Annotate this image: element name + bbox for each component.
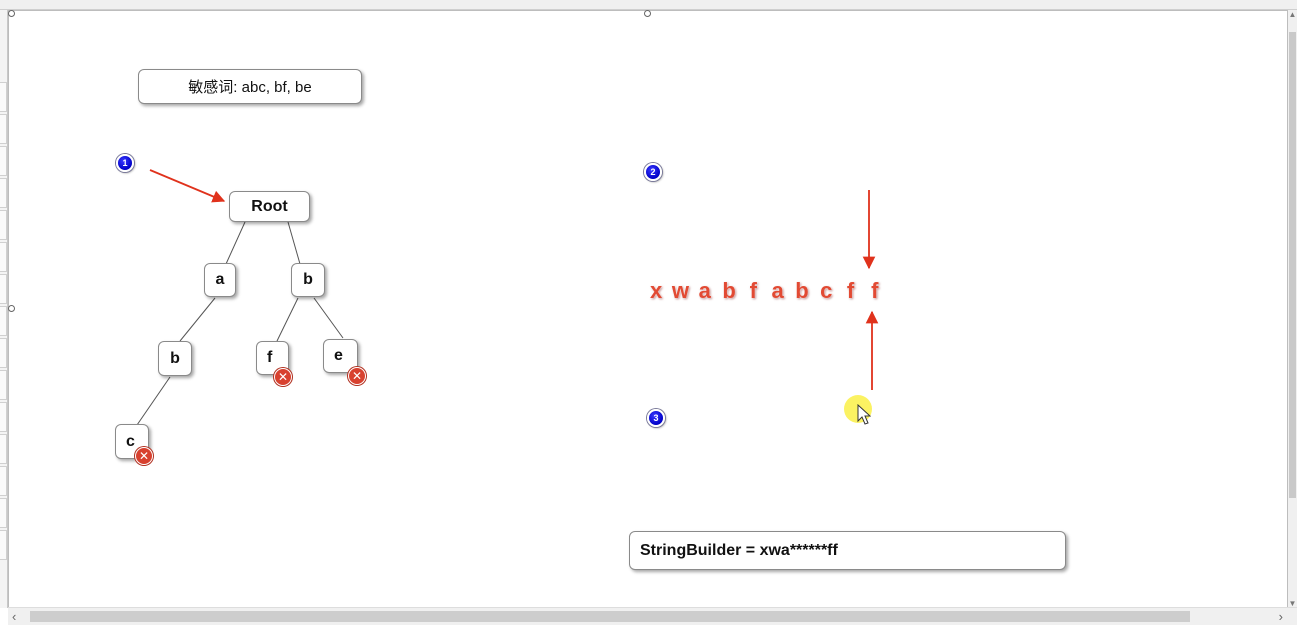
ruler-tick <box>0 370 7 400</box>
text-char: b <box>722 278 736 303</box>
text-char: b <box>795 278 809 303</box>
trie-node-a: a <box>204 263 236 297</box>
vertical-scrollbar[interactable]: ▲ ▼ <box>1288 10 1297 608</box>
ruler-tick <box>0 338 7 368</box>
left-ruler <box>0 10 8 608</box>
close-x-icon: ✕ <box>348 367 366 385</box>
text-char: a <box>698 278 711 303</box>
scroll-left-icon[interactable]: ‹ <box>12 609 17 624</box>
ruler-tick <box>0 114 7 144</box>
scroll-down-icon[interactable]: ▼ <box>1288 599 1297 608</box>
text-char: x <box>650 278 663 303</box>
resize-handle-top-left[interactable] <box>8 10 15 17</box>
scroll-up-icon[interactable]: ▲ <box>1288 10 1297 19</box>
horizontal-scroll-thumb[interactable] <box>30 611 1190 622</box>
trie-node-root: Root <box>229 191 310 222</box>
vertical-scroll-thumb[interactable] <box>1289 32 1296 498</box>
text-char: c <box>820 278 833 303</box>
step-badge-3: 3 <box>647 409 665 427</box>
ruler-tick <box>0 530 7 560</box>
close-x-icon: ✕ <box>135 447 153 465</box>
input-text-chars: x w a b f a b c f f <box>644 278 887 304</box>
trie-node-b: b <box>291 263 325 297</box>
trie-node-abc: c <box>115 424 149 459</box>
sensitive-words-box: 敏感词: abc, bf, be <box>138 69 362 104</box>
string-builder-value: StringBuilder = xwa******ff <box>640 541 838 559</box>
ruler-tick <box>0 274 7 304</box>
horizontal-scrollbar[interactable]: ‹ › <box>8 607 1297 625</box>
ruler-tick <box>0 498 7 528</box>
scroll-right-icon[interactable]: › <box>1278 609 1283 624</box>
close-x-icon: ✕ <box>274 368 292 386</box>
ruler-tick <box>0 306 7 336</box>
sensitive-words-label: 敏感词: abc, bf, be <box>188 79 312 96</box>
step-badge-2: 2 <box>644 163 662 181</box>
resize-handle-left[interactable] <box>8 305 15 312</box>
string-builder-box: StringBuilder = xwa******ff <box>629 531 1066 570</box>
text-char: f <box>871 278 879 303</box>
text-char: f <box>846 278 855 303</box>
ruler-tick <box>0 242 7 272</box>
text-char: f <box>749 278 757 303</box>
ruler-tick <box>0 210 7 240</box>
text-char: w <box>671 278 689 303</box>
ruler-tick <box>0 82 7 112</box>
mouse-cursor-icon <box>857 404 871 425</box>
text-char: a <box>771 278 784 303</box>
ruler-tick <box>0 402 7 432</box>
ruler-tick <box>0 466 7 496</box>
ruler-tick <box>0 178 7 208</box>
trie-node-ab: b <box>158 341 192 376</box>
resize-handle-top[interactable] <box>644 10 651 17</box>
slide-canvas <box>8 10 1288 608</box>
window-title-bar <box>0 0 1297 10</box>
ruler-tick <box>0 146 7 176</box>
ruler-tick <box>0 434 7 464</box>
step-badge-1: 1 <box>116 154 134 172</box>
